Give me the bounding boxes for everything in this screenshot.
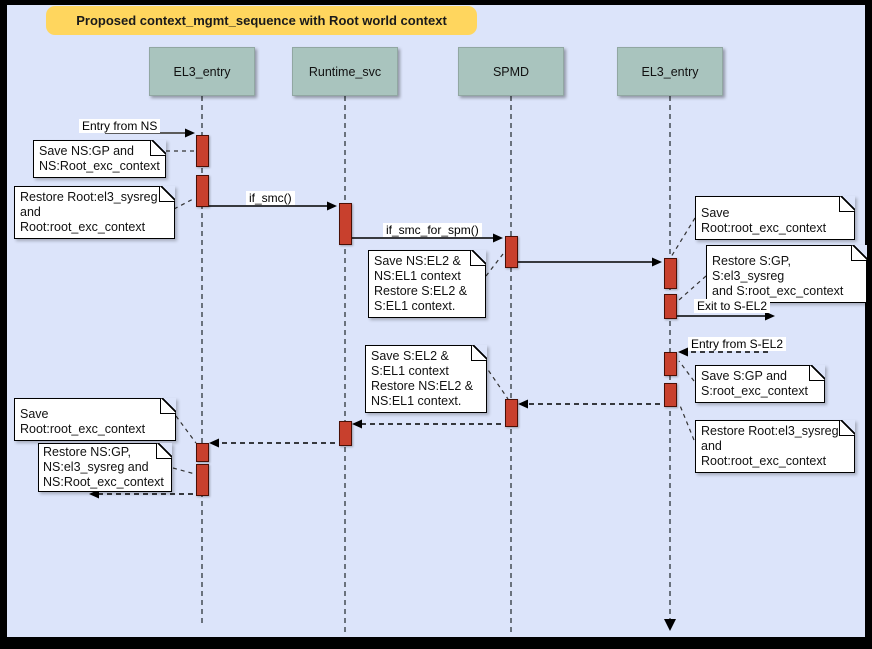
activation-el3l-4 bbox=[196, 464, 209, 496]
arrowhead-icon bbox=[185, 128, 195, 138]
note-save-ns-el2: Save NS:EL2 & NS:EL1 context Restore S:E… bbox=[368, 250, 486, 318]
arrow-spmd-to-el3 bbox=[518, 257, 662, 267]
note-connector bbox=[175, 415, 197, 444]
arrowhead-icon bbox=[352, 419, 362, 429]
arrow-if-smc-for-spm bbox=[352, 233, 503, 243]
note-save-ns-gp: Save NS:GP and NS:Root_exc_context bbox=[33, 140, 166, 178]
activation-el3l-1 bbox=[196, 135, 209, 167]
actor-el3-entry-right: EL3_entry bbox=[617, 47, 723, 96]
note-save-root-left: Save Root:root_exc_context bbox=[14, 398, 176, 441]
note-save-s-gp: Save S:GP and S:root_exc_context bbox=[695, 365, 825, 403]
message-label-if-smc: if_smc() bbox=[246, 191, 295, 205]
note-connector bbox=[678, 402, 695, 441]
arrowhead-icon bbox=[652, 257, 662, 267]
note-connector bbox=[483, 363, 509, 400]
note-restore-ns-gp: Restore NS:GP, NS:el3_sysreg and NS:Root… bbox=[38, 443, 172, 492]
activation-el3r-1 bbox=[664, 258, 677, 289]
arrowhead-icon bbox=[209, 438, 219, 448]
message-label-if-smc-for-spm: if_smc_for_spm() bbox=[383, 223, 482, 237]
arrow-runtime-to-el3-return bbox=[209, 438, 335, 448]
arrow-entry-from-sel2 bbox=[678, 347, 768, 357]
actor-runtime-svc: Runtime_svc bbox=[292, 47, 398, 96]
note-connector bbox=[172, 467, 196, 475]
activation-el3l-2 bbox=[196, 175, 209, 207]
note-restore-root-left: Restore Root:el3_sysreg and Root:root_ex… bbox=[14, 186, 175, 239]
message-label-entry-from-ns: Entry from NS bbox=[79, 119, 161, 133]
arrow-spmd-to-runtime-return bbox=[352, 419, 501, 429]
lifeline-end-arrowhead-icon bbox=[664, 619, 676, 631]
arrowhead-icon bbox=[493, 233, 503, 243]
activation-el3r-4 bbox=[664, 383, 677, 407]
activation-runtime-2 bbox=[339, 421, 352, 446]
message-label-exit-to-sel2: Exit to S-EL2 bbox=[694, 299, 771, 313]
activation-runtime-1 bbox=[339, 203, 352, 245]
note-save-s-el2: Save S:EL2 & S:EL1 context Restore NS:EL… bbox=[365, 345, 487, 413]
arrow-if-smc bbox=[209, 201, 337, 211]
note-connector bbox=[485, 253, 504, 277]
activation-spmd-1 bbox=[505, 236, 518, 268]
activation-el3r-3 bbox=[664, 352, 677, 376]
note-restore-s-gp: Restore S:GP, S:el3_sysreg and S:root_ex… bbox=[706, 245, 867, 303]
note-restore-root-right: Restore Root:el3_sysreg and Root:root_ex… bbox=[695, 420, 855, 473]
arrowhead-icon bbox=[518, 399, 528, 409]
activation-el3r-2 bbox=[664, 294, 677, 319]
arrow-el3-to-spmd-return bbox=[518, 399, 660, 409]
arrowhead-icon bbox=[678, 347, 688, 357]
arrow-entry-from-ns bbox=[105, 128, 195, 138]
arrowhead-icon bbox=[327, 201, 337, 211]
diagram-canvas bbox=[7, 5, 865, 637]
arrowhead-icon bbox=[765, 311, 775, 321]
actor-el3-entry-left: EL3_entry bbox=[149, 47, 255, 96]
actor-spmd: SPMD bbox=[458, 47, 564, 96]
note-connector bbox=[670, 217, 696, 258]
note-save-root-right: Save Root:root_exc_context bbox=[695, 196, 855, 240]
arrow-exit-to-sel2 bbox=[677, 311, 775, 321]
note-connector bbox=[173, 197, 196, 210]
message-label-entry-from-sel2: Entry from S-EL2 bbox=[688, 337, 787, 351]
diagram-title: Proposed context_mgmt_sequence with Root… bbox=[46, 6, 477, 35]
activation-spmd-2 bbox=[505, 399, 518, 427]
activation-el3l-3 bbox=[196, 443, 209, 462]
note-connector bbox=[678, 360, 695, 382]
note-connector bbox=[678, 275, 707, 301]
